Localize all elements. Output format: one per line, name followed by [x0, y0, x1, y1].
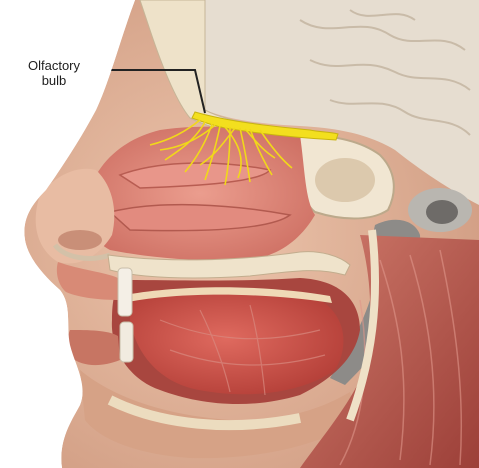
lower-tooth — [120, 322, 133, 362]
upper-tooth — [118, 268, 132, 316]
nostril — [58, 230, 102, 250]
lower-lip — [67, 330, 120, 365]
label-line-2: bulb — [8, 73, 100, 88]
sinus-cavity — [315, 158, 375, 202]
ear-canal — [426, 200, 458, 224]
olfactory-bulb-label: Olfactory bulb — [8, 58, 100, 88]
label-line-1: Olfactory — [8, 58, 100, 73]
